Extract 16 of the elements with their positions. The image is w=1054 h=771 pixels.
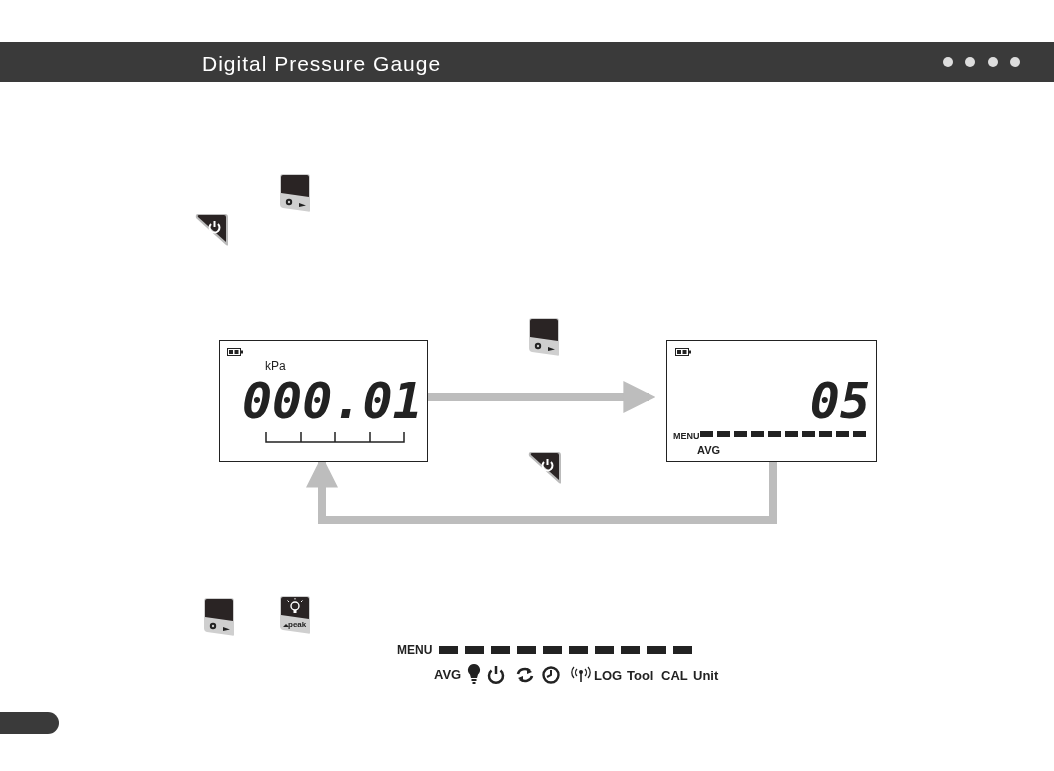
page-title: Digital Pressure Gauge — [202, 52, 442, 76]
menu-label: MENU — [673, 431, 700, 441]
log-label: LOG — [594, 668, 623, 683]
lcd-screen — [219, 340, 428, 462]
setting-value: 05 — [809, 373, 870, 429]
arrow — [428, 381, 656, 413]
cal-label: CAL — [661, 668, 688, 683]
avg-label: AVG — [697, 444, 721, 456]
menu-label: MENU — [397, 643, 433, 657]
unit-label: Unit — [693, 668, 719, 683]
lcd-screen — [666, 340, 877, 462]
avg-label: AVG — [434, 667, 462, 682]
key-label: peak — [288, 620, 307, 629]
pressure-reading: 000.01 — [242, 373, 423, 429]
unit-label: kPa — [265, 359, 286, 373]
tool-label: Tool — [627, 668, 654, 683]
